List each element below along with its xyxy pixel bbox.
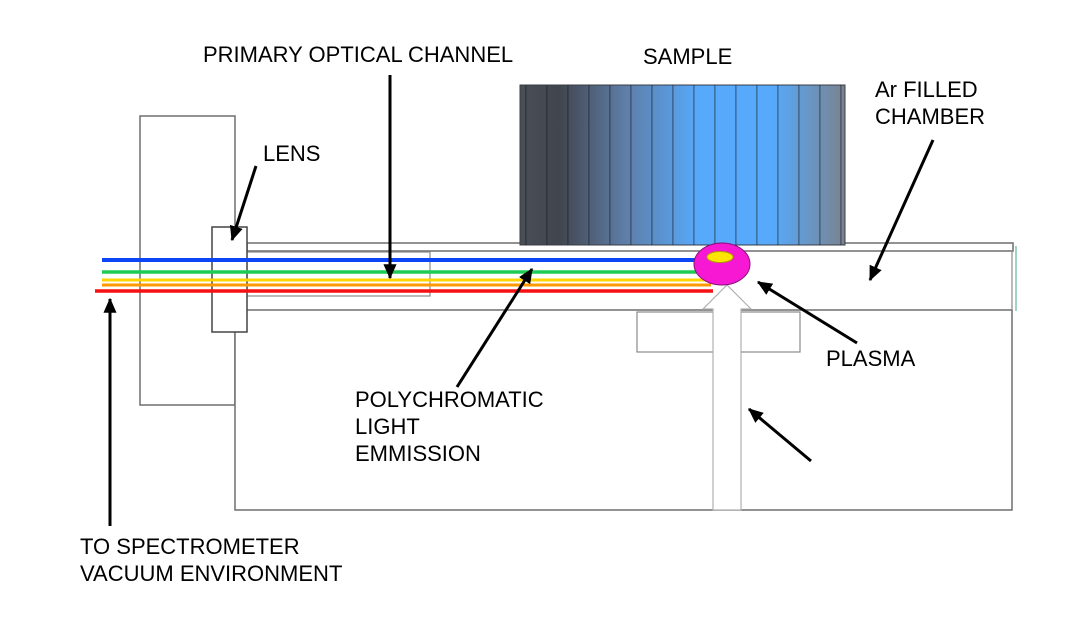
label-polychromatic-line2: LIGHT <box>355 414 420 439</box>
label-spectrometer-line1: TO SPECTROMETER <box>80 534 300 559</box>
arrow-ar-chamber <box>868 139 935 282</box>
arrow-lens <box>229 165 258 242</box>
arrow-plasma <box>756 280 858 345</box>
label-plasma: PLASMA <box>826 346 916 371</box>
label-ar-filled-chamber-line1: Ar FILLED <box>875 77 978 102</box>
chamber-body <box>234 309 1013 511</box>
label-spectrometer-line2: VACUUM ENVIRONMENT <box>80 561 342 586</box>
sample-stripes <box>520 85 845 245</box>
gas-flow-column <box>701 284 753 511</box>
label-polychromatic-line3: EMMISSION <box>355 441 481 466</box>
label-ar-filled-chamber-line2: CHAMBER <box>875 104 985 129</box>
label-polychromatic-line1: POLYCHROMATIC <box>355 387 544 412</box>
plasma-core <box>706 251 734 263</box>
arrow-polychromatic <box>455 267 534 388</box>
plasma-ellipse <box>693 242 751 286</box>
arrow-gas-column <box>748 407 812 463</box>
label-sample: SAMPLE <box>643 44 732 69</box>
label-primary-optical-channel: PRIMARY OPTICAL CHANNEL <box>203 42 513 67</box>
label-lens: LENS <box>263 141 320 166</box>
